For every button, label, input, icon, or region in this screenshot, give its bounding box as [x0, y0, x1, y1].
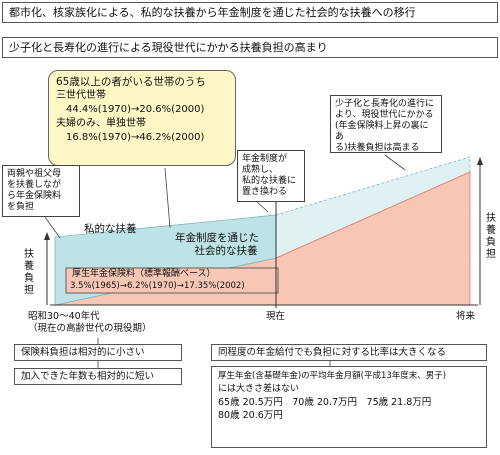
x-label-left: 昭和30～40年代 （現在の高齢世代の現役期） — [28, 311, 152, 335]
callout-left-line-2: を扶養しなが — [7, 180, 62, 190]
callout-middle-line-2: 成熟し、 — [242, 165, 279, 175]
bottom-right-title-box: 同程度の年金給付でも負担に対する比率は大きくなる — [211, 344, 487, 361]
callout-middle-line-4: 置き換わる — [242, 187, 288, 197]
title-1: 都市化、核家族化による、私的な扶養から年金制度を通じた社会的な扶養への移行 — [9, 6, 416, 19]
bottom-right-detail-box: 厚生年金(含基礎年金)の平均年金月額(平成13年度末、男子) には大きさ差はない… — [211, 366, 487, 448]
callout-right-line-4: る)扶養負担は高まる — [335, 143, 420, 153]
private-support-label: 私的な扶養 — [84, 223, 137, 235]
callout-left-pointer — [44, 216, 61, 239]
y-label-right-char-4: 担 — [486, 249, 496, 260]
y-label-left-char-4: 担 — [24, 285, 34, 296]
callout-middle: 年金制度が 成熟し、 私的な扶養に 置き換わる — [237, 150, 305, 202]
premium-values: 3.5%(1965)→6.2%(1970)→17.35%(2002) — [70, 281, 245, 291]
callout-middle-line-1: 年金制度が — [242, 154, 288, 164]
y-label-right-char-1: 扶 — [486, 213, 496, 224]
bottom-right-line-3: 65歳 20.5万円 70歳 20.7万円 75歳 21.8万円 — [218, 397, 432, 408]
y-label-left-char-3: 負 — [24, 273, 34, 284]
y-label-left: 扶 養 負 担 — [24, 249, 34, 297]
y-label-left-char-2: 養 — [24, 261, 34, 272]
household-note-line3: 夫婦のみ、単独世帯 — [56, 118, 146, 129]
callout-left-line-4: を負担 — [7, 202, 35, 212]
premium-band — [65, 267, 279, 294]
household-note-pointer — [164, 167, 171, 229]
bottom-right-title: 同程度の年金給付でも負担に対する比率は大きくなる — [218, 347, 447, 358]
bottom-left-text-1: 保険料負担は相対的に小さい — [21, 347, 145, 358]
y-label-right-char-3: 負 — [486, 237, 496, 248]
social-support-label: 年金制度を通じた 社会的な扶養 — [175, 232, 259, 258]
household-note-heading: 65歳以上の者がいる世帯のうち — [56, 76, 206, 88]
title-2: 少子化と長寿化の進行による現役世代にかかる扶養負担の高まり — [9, 41, 328, 54]
bottom-right-line-4: 80歳 20.6万円 — [218, 410, 283, 421]
x-label-present: 現在 — [266, 311, 286, 322]
title-box-2: 少子化と長寿化の進行による現役世代にかかる扶養負担の高まり — [2, 37, 498, 58]
bottom-left-text-2: 加入できた年数も相対的に短い — [21, 371, 155, 382]
y-axis-right-arrowhead — [477, 157, 483, 165]
callout-left-line-3: ら年金保険料 — [7, 191, 62, 201]
callout-right-line-1: 少子化と長寿化の進行に — [335, 99, 435, 109]
callout-mid-pointer — [254, 199, 269, 213]
y-label-right: 扶 養 負 担 — [486, 213, 496, 261]
callout-right-pointer — [384, 154, 406, 171]
bottom-right-line-2: には大きさ差はない — [218, 384, 300, 394]
household-note-line4: 16.8%(1970)→46.2%(2000) — [66, 132, 205, 143]
household-note-line1: 三世代世帯 — [56, 90, 106, 101]
y-label-left-char-1: 扶 — [24, 249, 34, 260]
callout-middle-line-3: 私的な扶養に — [242, 176, 297, 186]
social-support-label-line-2: 社会的な扶養 — [194, 245, 258, 257]
social-support-label-line-1: 年金制度を通じた — [175, 232, 259, 244]
bottom-left-box-2: 加入できた年数も相対的に短い — [14, 368, 182, 385]
callout-right-line-3: (年金保険料上昇の裏にあ — [335, 121, 429, 142]
bottom-left-box-1: 保険料負担は相対的に小さい — [14, 344, 182, 361]
premium-title: 厚生年金保険料（標準報酬ベース） — [72, 269, 216, 279]
x-label-left-line-2: （現在の高齢世代の現役期） — [28, 323, 152, 334]
household-note-line2: 44.4%(1970)→20.6%(2000) — [66, 104, 205, 115]
callout-left: 両親や祖父母 を扶養しなが ら年金保険料 を負担 — [2, 165, 80, 217]
x-label-left-line-1: 昭和30～40年代 — [28, 311, 100, 322]
callout-right-line-2: より、現役世代にかかる — [335, 110, 434, 120]
y-label-right-char-2: 養 — [486, 225, 496, 236]
household-note: 65歳以上の者がいる世帯のうち 三世代世帯 44.4%(1970)→20.6%(… — [48, 70, 236, 166]
callout-right: 少子化と長寿化の進行に より、現役世代にかかる (年金保険料上昇の裏にあ る)扶… — [330, 95, 442, 153]
x-label-future: 将来 — [456, 311, 476, 322]
y-axis-left-arrowhead — [44, 232, 50, 240]
callout-left-line-1: 両親や祖父母 — [7, 169, 62, 179]
bottom-right-line-1: 厚生年金(含基礎年金)の平均年金月額(平成13年度末、男子) — [218, 371, 447, 381]
title-box-1: 都市化、核家族化による、私的な扶養から年金制度を通じた社会的な扶養への移行 — [2, 2, 498, 23]
